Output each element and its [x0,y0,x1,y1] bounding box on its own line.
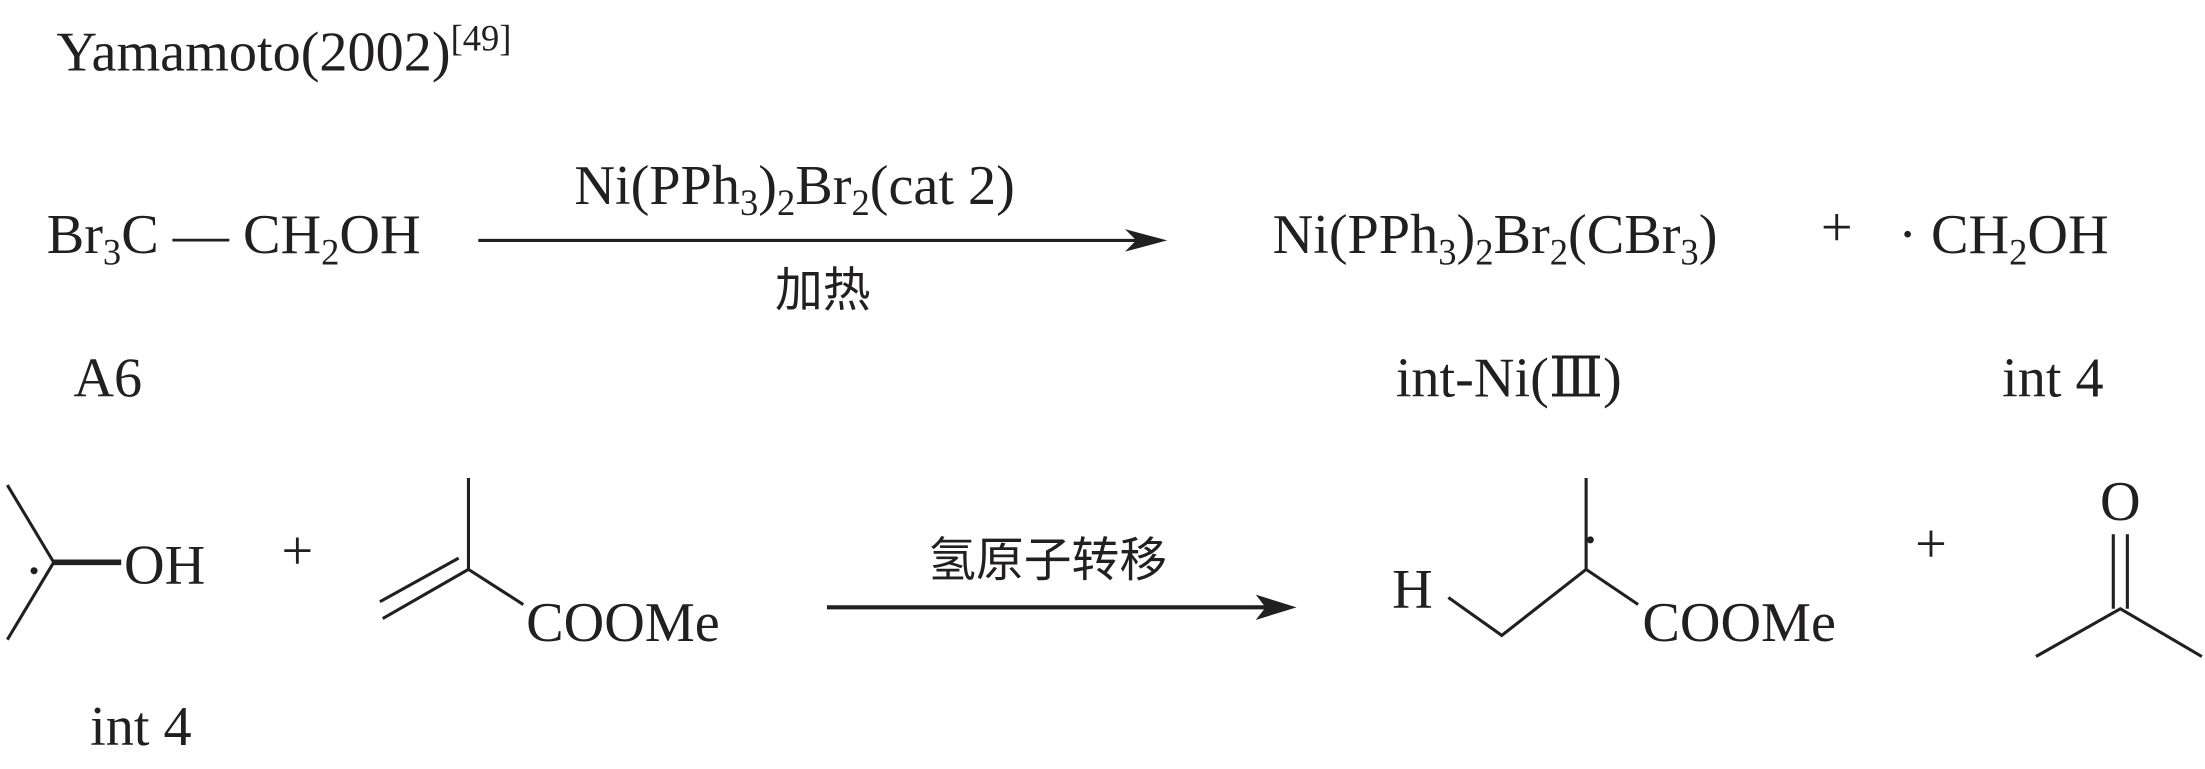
isopropanol-radical-structure [6,484,122,641]
coome-group: COOMe [526,592,720,654]
h-atom: H [1392,558,1433,620]
coome-group: COOMe [1642,592,1836,654]
plus-sign: + [1915,513,1947,575]
label-a6: A6 [73,347,142,409]
heating-label: 加热 [775,263,871,318]
acetone-structure [2035,534,2203,658]
reaction-arrow-2 [826,594,1297,620]
product-ch2oh-radical: · CH2OH [1898,204,2108,272]
product-radical-structure [1447,477,1639,638]
catalyst-label: Ni(PPh3)2Br2(cat 2) [574,155,1015,223]
oh-group: OH [124,534,205,596]
oxygen-atom: O [2100,471,2141,533]
hat-label: 氢原子转移 [928,533,1167,588]
methyl-methacrylate-structure [379,477,525,620]
citation: Yamamoto(2002)[49] [57,18,512,84]
plus-sign: + [281,520,313,582]
label-int4: int 4 [2002,347,2104,409]
reactant-a6: Br3C — CH2OH [47,204,421,272]
label-int-ni: int-Ni(Ⅲ) [1396,347,1622,409]
product-int-ni: Ni(PPh3)2Br2(CBr3) [1273,204,1718,272]
plus-sign: + [1821,197,1853,259]
reaction-arrow-1 [478,229,1168,252]
label-int4-2: int 4 [90,696,192,758]
